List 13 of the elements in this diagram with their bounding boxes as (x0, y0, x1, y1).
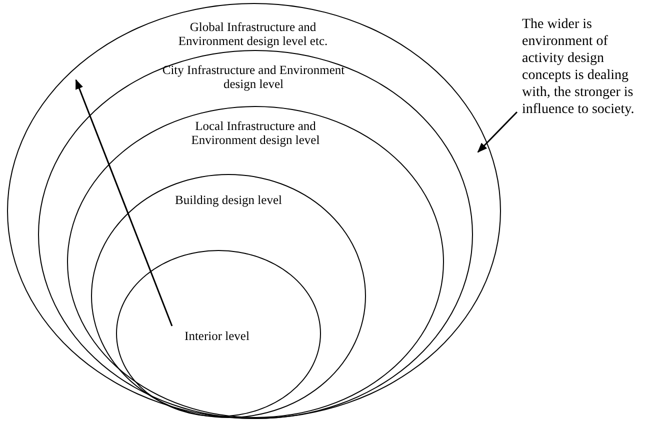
level-ellipse (90, 174, 366, 418)
arrow (477, 111, 518, 153)
level-label: Building design level (174, 192, 283, 206)
level-label: Interior level (184, 329, 250, 343)
level-label: Local Infrastructure and Environment design level (190, 119, 321, 147)
level-ellipse (67, 106, 444, 418)
level-label: Global Infrastructure and Environment design level etc. (177, 20, 329, 48)
note-text: The wider is environment of activity design concepts is dealing with, the stronger is influence to society. (522, 16, 650, 118)
inner-level-ellipse (116, 250, 321, 417)
level-ellipse (38, 50, 472, 418)
level-label: City Infrastructure and Environment design level (161, 62, 346, 90)
arrow (75, 79, 173, 326)
outer-level-ellipse (7, 3, 501, 419)
